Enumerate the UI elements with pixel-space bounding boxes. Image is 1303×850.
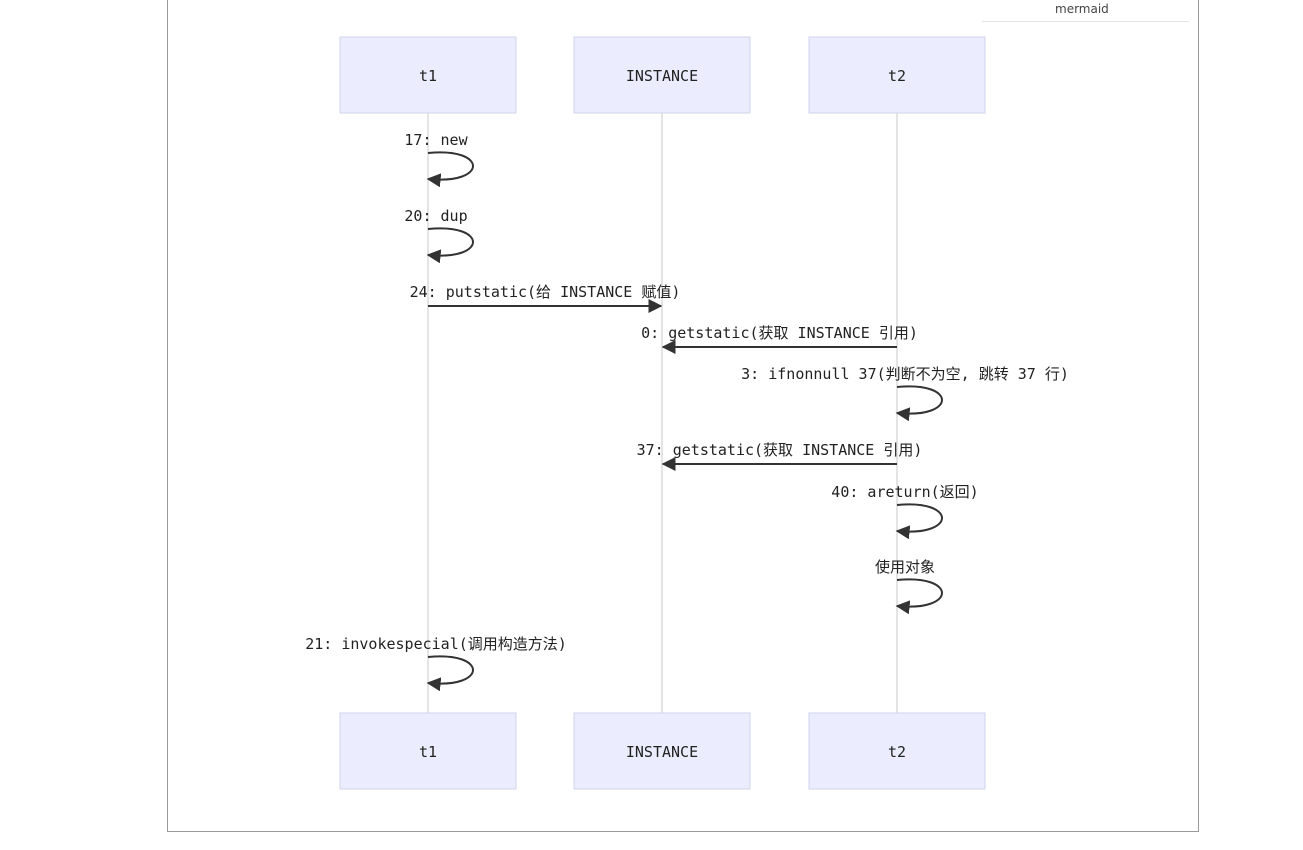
self-message-arrow (895, 503, 943, 540)
message-label: 20: dup (404, 207, 467, 225)
participant-instance-top: INSTANCE (573, 36, 751, 114)
message: 3: ifnonnull 37(判断不为空, 跳转 37 行) (741, 365, 1069, 422)
participant-box (808, 712, 986, 790)
message: 37: getstatic(获取 INSTANCE 引用) (637, 441, 923, 471)
message: 17: new (404, 131, 474, 188)
message-label: 使用对象 (875, 558, 935, 576)
self-message-arrow (426, 227, 474, 264)
diagram-frame (167, 0, 1199, 832)
participant-box (573, 36, 751, 114)
participant-label: INSTANCE (626, 743, 698, 761)
message-label: 21: invokespecial(调用构造方法) (305, 635, 567, 653)
message: 20: dup (404, 207, 474, 264)
participant-label: t1 (419, 67, 437, 85)
self-message-arrow (895, 385, 943, 422)
message-label: 24: putstatic(给 INSTANCE 赋值) (410, 283, 681, 301)
participant-t1-bottom: t1 (339, 712, 517, 790)
message: 0: getstatic(获取 INSTANCE 引用) (641, 324, 918, 354)
participant-label: t2 (888, 67, 906, 85)
participant-label: t1 (419, 743, 437, 761)
renderer-badge: mermaid (1055, 2, 1109, 16)
self-message-arrow (426, 151, 474, 188)
message: 使用对象 (875, 558, 943, 615)
self-message-arrow (426, 655, 474, 692)
message-label: 17: new (404, 131, 468, 149)
participant-box (339, 36, 517, 114)
message: 21: invokespecial(调用构造方法) (305, 635, 567, 692)
participant-t1-top: t1 (339, 36, 517, 114)
message: 24: putstatic(给 INSTANCE 赋值) (410, 283, 681, 313)
message-label: 0: getstatic(获取 INSTANCE 引用) (641, 324, 918, 342)
self-message-arrow (895, 578, 943, 615)
message-label: 37: getstatic(获取 INSTANCE 引用) (637, 441, 923, 459)
message-label: 40: areturn(返回) (831, 483, 978, 501)
participant-label: t2 (888, 743, 906, 761)
participant-box (339, 712, 517, 790)
participant-box (808, 36, 986, 114)
message: 40: areturn(返回) (831, 483, 979, 540)
participant-t2-bottom: t2 (808, 712, 986, 790)
participant-t2-top: t2 (808, 36, 986, 114)
message-label: 3: ifnonnull 37(判断不为空, 跳转 37 行) (741, 365, 1069, 383)
participant-box (573, 712, 751, 790)
participant-label: INSTANCE (626, 67, 698, 85)
renderer-badge-box (982, 0, 1189, 22)
participant-instance-bottom: INSTANCE (573, 712, 751, 790)
